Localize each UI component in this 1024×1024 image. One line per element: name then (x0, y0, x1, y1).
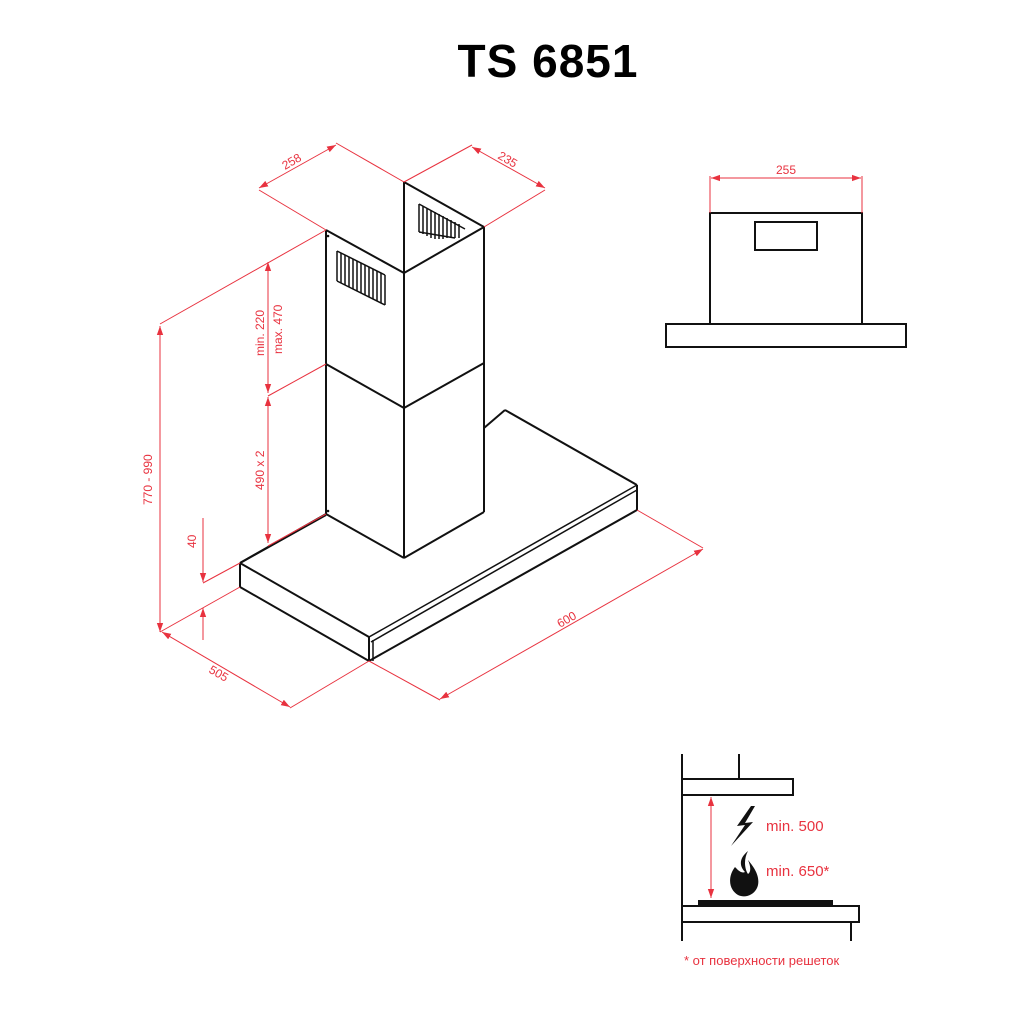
dimension-255: 255 (776, 163, 796, 177)
upper-chimney (325, 181, 485, 408)
svg-text:min. 220: min. 220 (253, 310, 267, 356)
lower-chimney (325, 362, 485, 559)
dimension-258: 258 (258, 142, 405, 231)
svg-text:258: 258 (280, 150, 305, 172)
svg-text:40: 40 (185, 534, 199, 548)
footnote: * от поверхности решеток (684, 953, 839, 968)
control-panel-window (754, 221, 818, 251)
vent-grille-left (336, 250, 386, 306)
electric-clearance-label: min. 500 (766, 818, 824, 835)
dimension-235: 235 (403, 144, 546, 228)
side-view: 255 (665, 163, 907, 348)
dimension-canopy-width: 600 (368, 509, 704, 701)
dimension-upper-chimney: min. 220 max. 470 (253, 262, 285, 393)
dimension-total-height: 770 - 990 (141, 326, 164, 632)
dimension-canopy-thickness: 40 (185, 518, 207, 640)
isometric-view: 258 235 min. 220 max. 470 490 x 2 (141, 142, 704, 709)
page-title: TS 6851 (457, 35, 639, 87)
svg-text:600: 600 (555, 608, 580, 630)
gas-clearance-label: min. 650* (766, 863, 830, 880)
flame-icon (730, 851, 759, 897)
svg-text:235: 235 (496, 148, 521, 170)
installation-view: min. 500 min. 650* * от поверхности реше… (681, 754, 860, 968)
dimension-lower-chimney: 490 x 2 (253, 397, 272, 543)
svg-text:770 - 990: 770 - 990 (141, 454, 155, 505)
svg-text:505: 505 (207, 662, 232, 684)
canopy-outline (239, 409, 638, 662)
lightning-icon (731, 806, 755, 846)
svg-text:490 x 2: 490 x 2 (253, 450, 267, 490)
vent-grille-right (418, 203, 466, 239)
svg-text:max. 470: max. 470 (271, 304, 285, 354)
